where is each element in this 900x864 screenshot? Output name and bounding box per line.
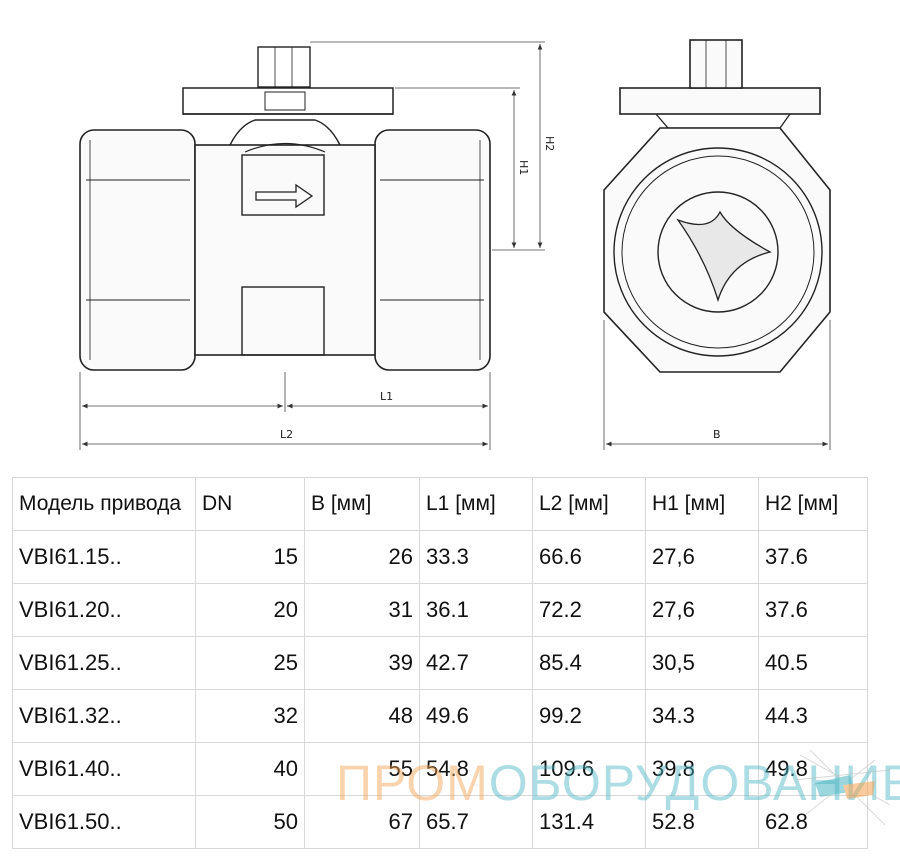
cell-h2: 44.3 [758,689,868,743]
table-row: VBI61.50.. 50 67 65.7 131.4 52.8 62.8 [12,795,868,849]
cell-h1: 27,6 [645,583,759,637]
l2-label: L2 [280,428,293,441]
table-header-row: Модель привода DN B [мм] L1 [мм] L2 [мм]… [12,477,868,531]
table-row: VBI61.15.. 15 26 33.3 66.6 27,6 37.6 [12,530,868,584]
cell-dn: 32 [195,689,305,743]
valve-drawing: L1 L2 H1 H2 B [79,39,831,450]
cell-h1: 39.8 [645,742,759,796]
cell-model: VBI61.40.. [12,742,196,796]
cell-l1: 42.7 [419,636,533,690]
cell-l2: 109.6 [532,742,646,796]
table-row: VBI61.40.. 40 55 54.8 109.6 39.8 49.8 [12,742,868,796]
cell-b: 31 [304,583,420,637]
cell-b: 48 [304,689,420,743]
cell-dn: 40 [195,742,305,796]
cell-h1: 52.8 [645,795,759,849]
cell-l1: 36.1 [419,583,533,637]
watermark-logo-icon [795,749,891,826]
l1-label: L1 [380,390,393,403]
table-row: VBI61.20.. 20 31 36.1 72.2 27,6 37.6 [12,583,868,637]
cell-dn: 25 [195,636,305,690]
spec-table: Модель привода DN B [мм] L1 [мм] L2 [мм]… [12,477,868,849]
cell-l1: 49.6 [419,689,533,743]
cell-h1: 30,5 [645,636,759,690]
cell-b: 55 [304,742,420,796]
header-model: Модель привода [12,477,196,531]
front-dimension [603,320,831,450]
header-l2: L2 [мм] [532,477,646,531]
cell-h2: 62.8 [758,795,868,849]
cell-h2: 40.5 [758,636,868,690]
cell-model: VBI61.25.. [12,636,196,690]
header-h2: H2 [мм] [758,477,868,531]
cell-dn: 15 [195,530,305,584]
cell-b: 67 [304,795,420,849]
header-dn: DN [195,477,305,531]
front-view [603,39,831,373]
header-l1: L1 [мм] [419,477,533,531]
h1-label: H1 [517,160,530,175]
table-row: VBI61.32.. 32 48 49.6 99.2 34.3 44.3 [12,689,868,743]
header-b: B [мм] [304,477,420,531]
h2-label: H2 [543,136,556,151]
cell-l2: 131.4 [532,795,646,849]
cell-model: VBI61.50.. [12,795,196,849]
cell-dn: 20 [195,583,305,637]
cell-l2: 66.6 [532,530,646,584]
cell-l2: 99.2 [532,689,646,743]
b-label: B [713,428,721,441]
cell-l1: 33.3 [419,530,533,584]
table-row: VBI61.25.. 25 39 42.7 85.4 30,5 40.5 [12,636,868,690]
cell-l1: 65.7 [419,795,533,849]
cell-model: VBI61.32.. [12,689,196,743]
cell-model: VBI61.15.. [12,530,196,584]
cell-b: 26 [304,530,420,584]
dimension-lines [79,41,545,450]
cell-b: 39 [304,636,420,690]
cell-l2: 85.4 [532,636,646,690]
cell-h1: 27,6 [645,530,759,584]
cell-model: VBI61.20.. [12,583,196,637]
header-h1: H1 [мм] [645,477,759,531]
cell-l1: 54.8 [419,742,533,796]
side-view [79,46,491,371]
cell-h2: 37.6 [758,530,868,584]
cell-dn: 50 [195,795,305,849]
cell-l2: 72.2 [532,583,646,637]
cell-h2: 37.6 [758,583,868,637]
cell-h1: 34.3 [645,689,759,743]
